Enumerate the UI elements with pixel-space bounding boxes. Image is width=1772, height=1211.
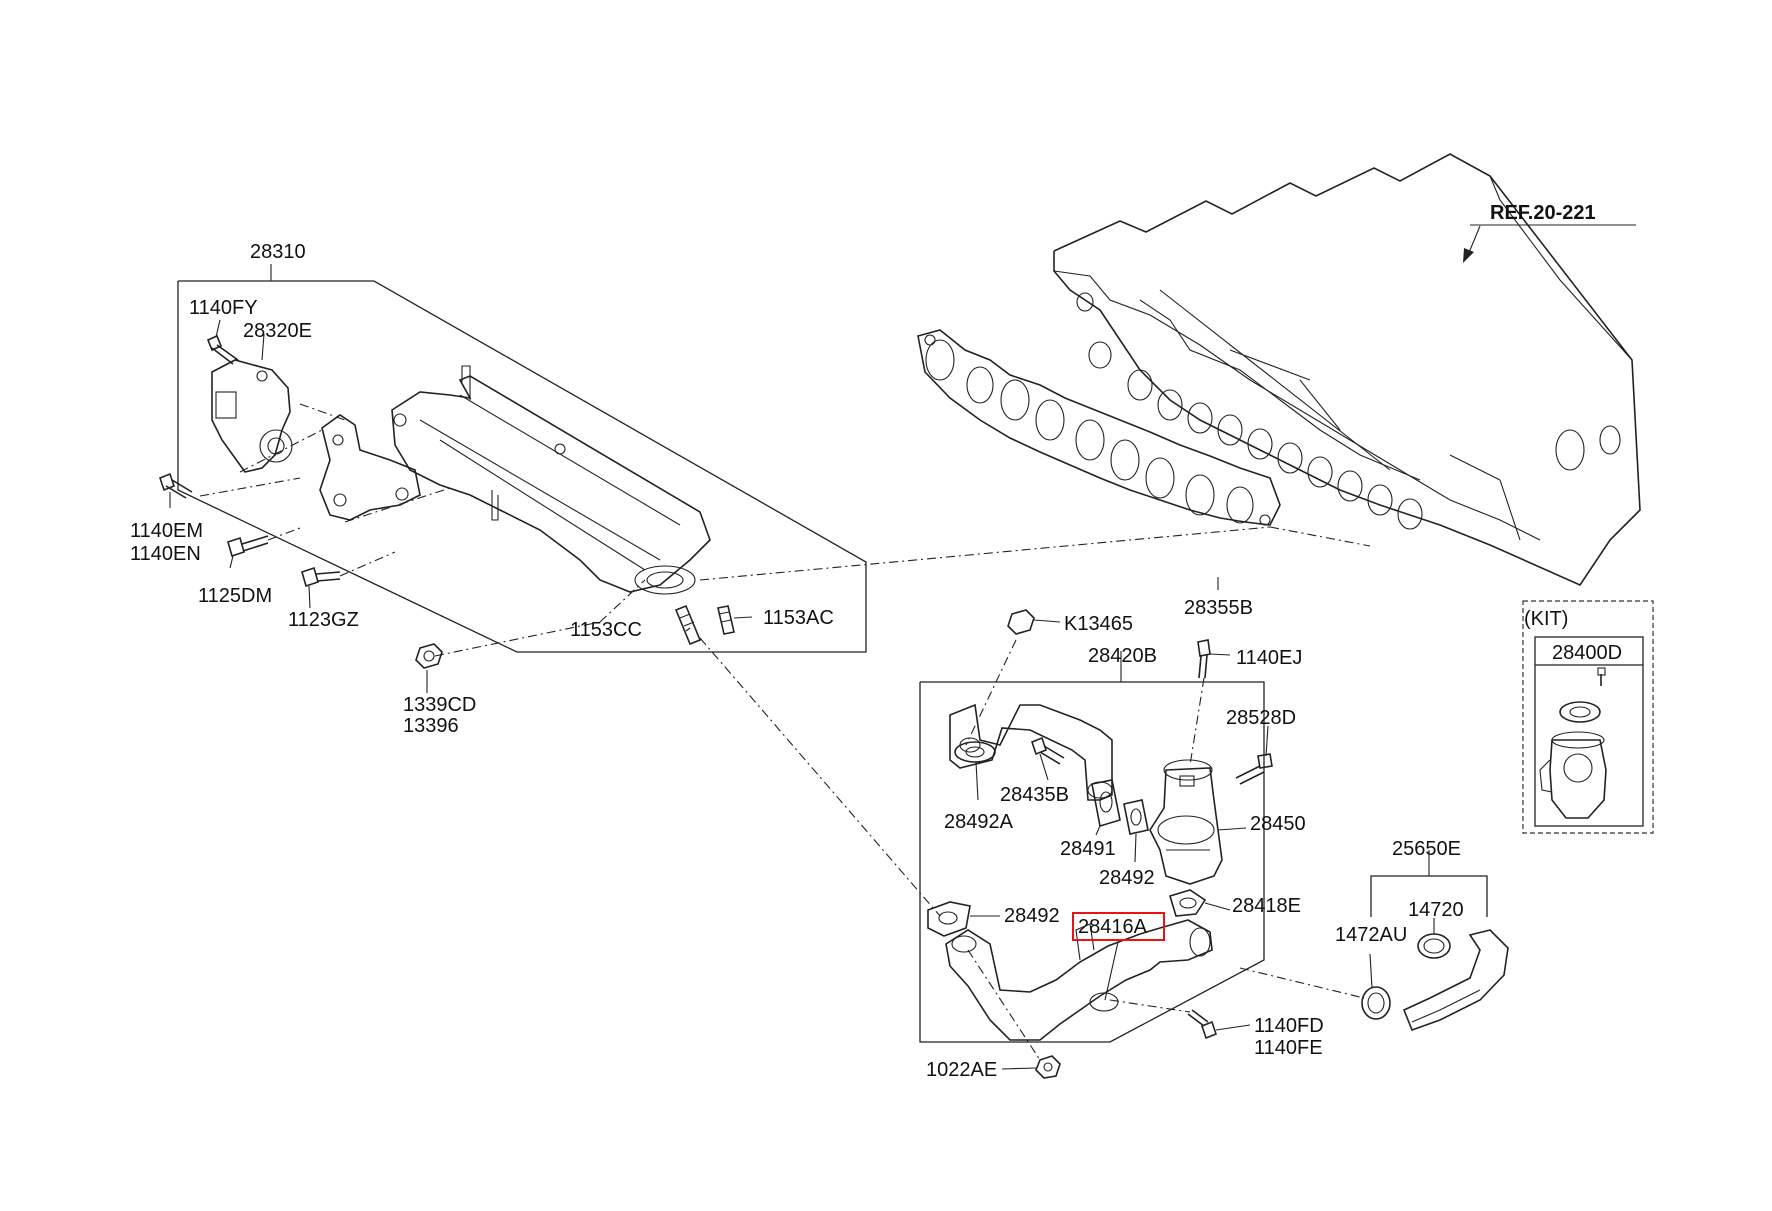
egr-pipe-assembly-frame (919, 681, 1265, 1043)
stud-1153cc-icon (674, 604, 702, 646)
callout-1153cc[interactable]: 1153CC (570, 619, 642, 641)
bolt-1123gz-icon (301, 566, 341, 588)
callout-1140ej[interactable]: 1140EJ (1236, 647, 1302, 669)
callout-14720[interactable]: 14720 (1408, 899, 1464, 921)
connection-lines (199, 403, 1371, 1061)
bolt-1140fy-icon (206, 334, 239, 365)
egr-actuator-illustration (211, 359, 293, 473)
egr-cooler-assembly-frame (177, 280, 867, 653)
cylinder-head-illustration (1053, 153, 1641, 587)
callout-25650e[interactable]: 25650E (1392, 838, 1461, 860)
kit-box (1522, 600, 1654, 834)
callout-28450[interactable]: 28450 (1250, 813, 1306, 835)
callout-1140em[interactable]: 1140EM (130, 520, 203, 542)
callout-1339cd[interactable]: 1339CD (403, 694, 476, 716)
selected-part-highlight (1072, 912, 1165, 941)
nut-k13465-icon (1007, 609, 1035, 635)
ref-label[interactable]: REF.20-221 (1490, 202, 1596, 224)
callout-1140en[interactable]: 1140EN (130, 543, 201, 565)
bolt-1125dm-icon (227, 535, 269, 558)
coolant-hose-illustration (1402, 929, 1509, 1032)
gasket-28492-upper-icon (1123, 799, 1149, 835)
hose-clamp-14720-icon (1417, 933, 1451, 959)
part-labels: 28310 1140FY 28320E 1140EM 1140EN 1125DM… (130, 202, 1622, 1081)
egr-lower-pipe-illustration (945, 919, 1213, 1041)
gasket-28492a-icon (954, 741, 996, 763)
callout-1140fe[interactable]: 1140FE (1254, 1037, 1323, 1059)
bolt-28435b-icon (1031, 736, 1065, 765)
nut-1339cd-icon (415, 643, 443, 669)
gasket-28491-icon (1091, 779, 1121, 828)
callout-28355b[interactable]: 28355B (1184, 597, 1253, 619)
egr-cooler-illustration (391, 365, 711, 595)
callout-28492a[interactable]: 28492A (944, 811, 1014, 833)
callout-1153ac[interactable]: 1153AC (763, 607, 834, 629)
callout-28420b[interactable]: 28420B (1088, 645, 1157, 667)
kit-label: (KIT) (1524, 608, 1568, 630)
callout-28492-upper[interactable]: 28492 (1099, 867, 1155, 889)
callout-28418e[interactable]: 28418E (1232, 895, 1301, 917)
gasket-28418e-icon (1169, 889, 1207, 917)
callout-28491[interactable]: 28491 (1060, 838, 1116, 860)
manifold-gasket-illustration (917, 329, 1281, 526)
hose-clamp-1472au-icon (1361, 986, 1391, 1020)
stud-1153ac-icon (717, 605, 735, 635)
callout-k13465[interactable]: K13465 (1064, 613, 1133, 635)
cooler-bracket-illustration (319, 414, 421, 521)
callout-1125dm[interactable]: 1125DM (198, 585, 272, 607)
callout-28435b[interactable]: 28435B (1000, 784, 1069, 806)
callout-1123gz[interactable]: 1123GZ (288, 609, 359, 631)
callout-13396[interactable]: 13396 (403, 715, 459, 737)
callout-28492-lower[interactable]: 28492 (1004, 905, 1060, 927)
callout-1472au[interactable]: 1472AU (1335, 924, 1407, 946)
leader-lines (169, 224, 1636, 1070)
callout-28400d[interactable]: 28400D (1552, 642, 1622, 664)
callout-28310[interactable]: 28310 (250, 241, 306, 263)
gasket-28492-lower-icon (927, 901, 971, 937)
callout-28416a[interactable]: 28416A (1078, 916, 1148, 938)
bolt-1140em-icon (159, 472, 193, 499)
egr-valve-illustration (1149, 759, 1223, 885)
bolt-28528d-icon (1235, 753, 1273, 785)
callout-1140fy[interactable]: 1140FY (189, 297, 258, 319)
bolt-1140fd-icon (1187, 1009, 1217, 1040)
callout-1140fd[interactable]: 1140FD (1254, 1015, 1324, 1037)
callout-28528d[interactable]: 28528D (1226, 707, 1296, 729)
kit-valve-illustration (1539, 667, 1607, 819)
callout-1022ae[interactable]: 1022AE (926, 1059, 997, 1081)
callout-28320e[interactable]: 28320E (243, 320, 312, 342)
bolt-1140ej-icon (1197, 639, 1211, 679)
nut-1022ae-icon (1035, 1055, 1061, 1079)
